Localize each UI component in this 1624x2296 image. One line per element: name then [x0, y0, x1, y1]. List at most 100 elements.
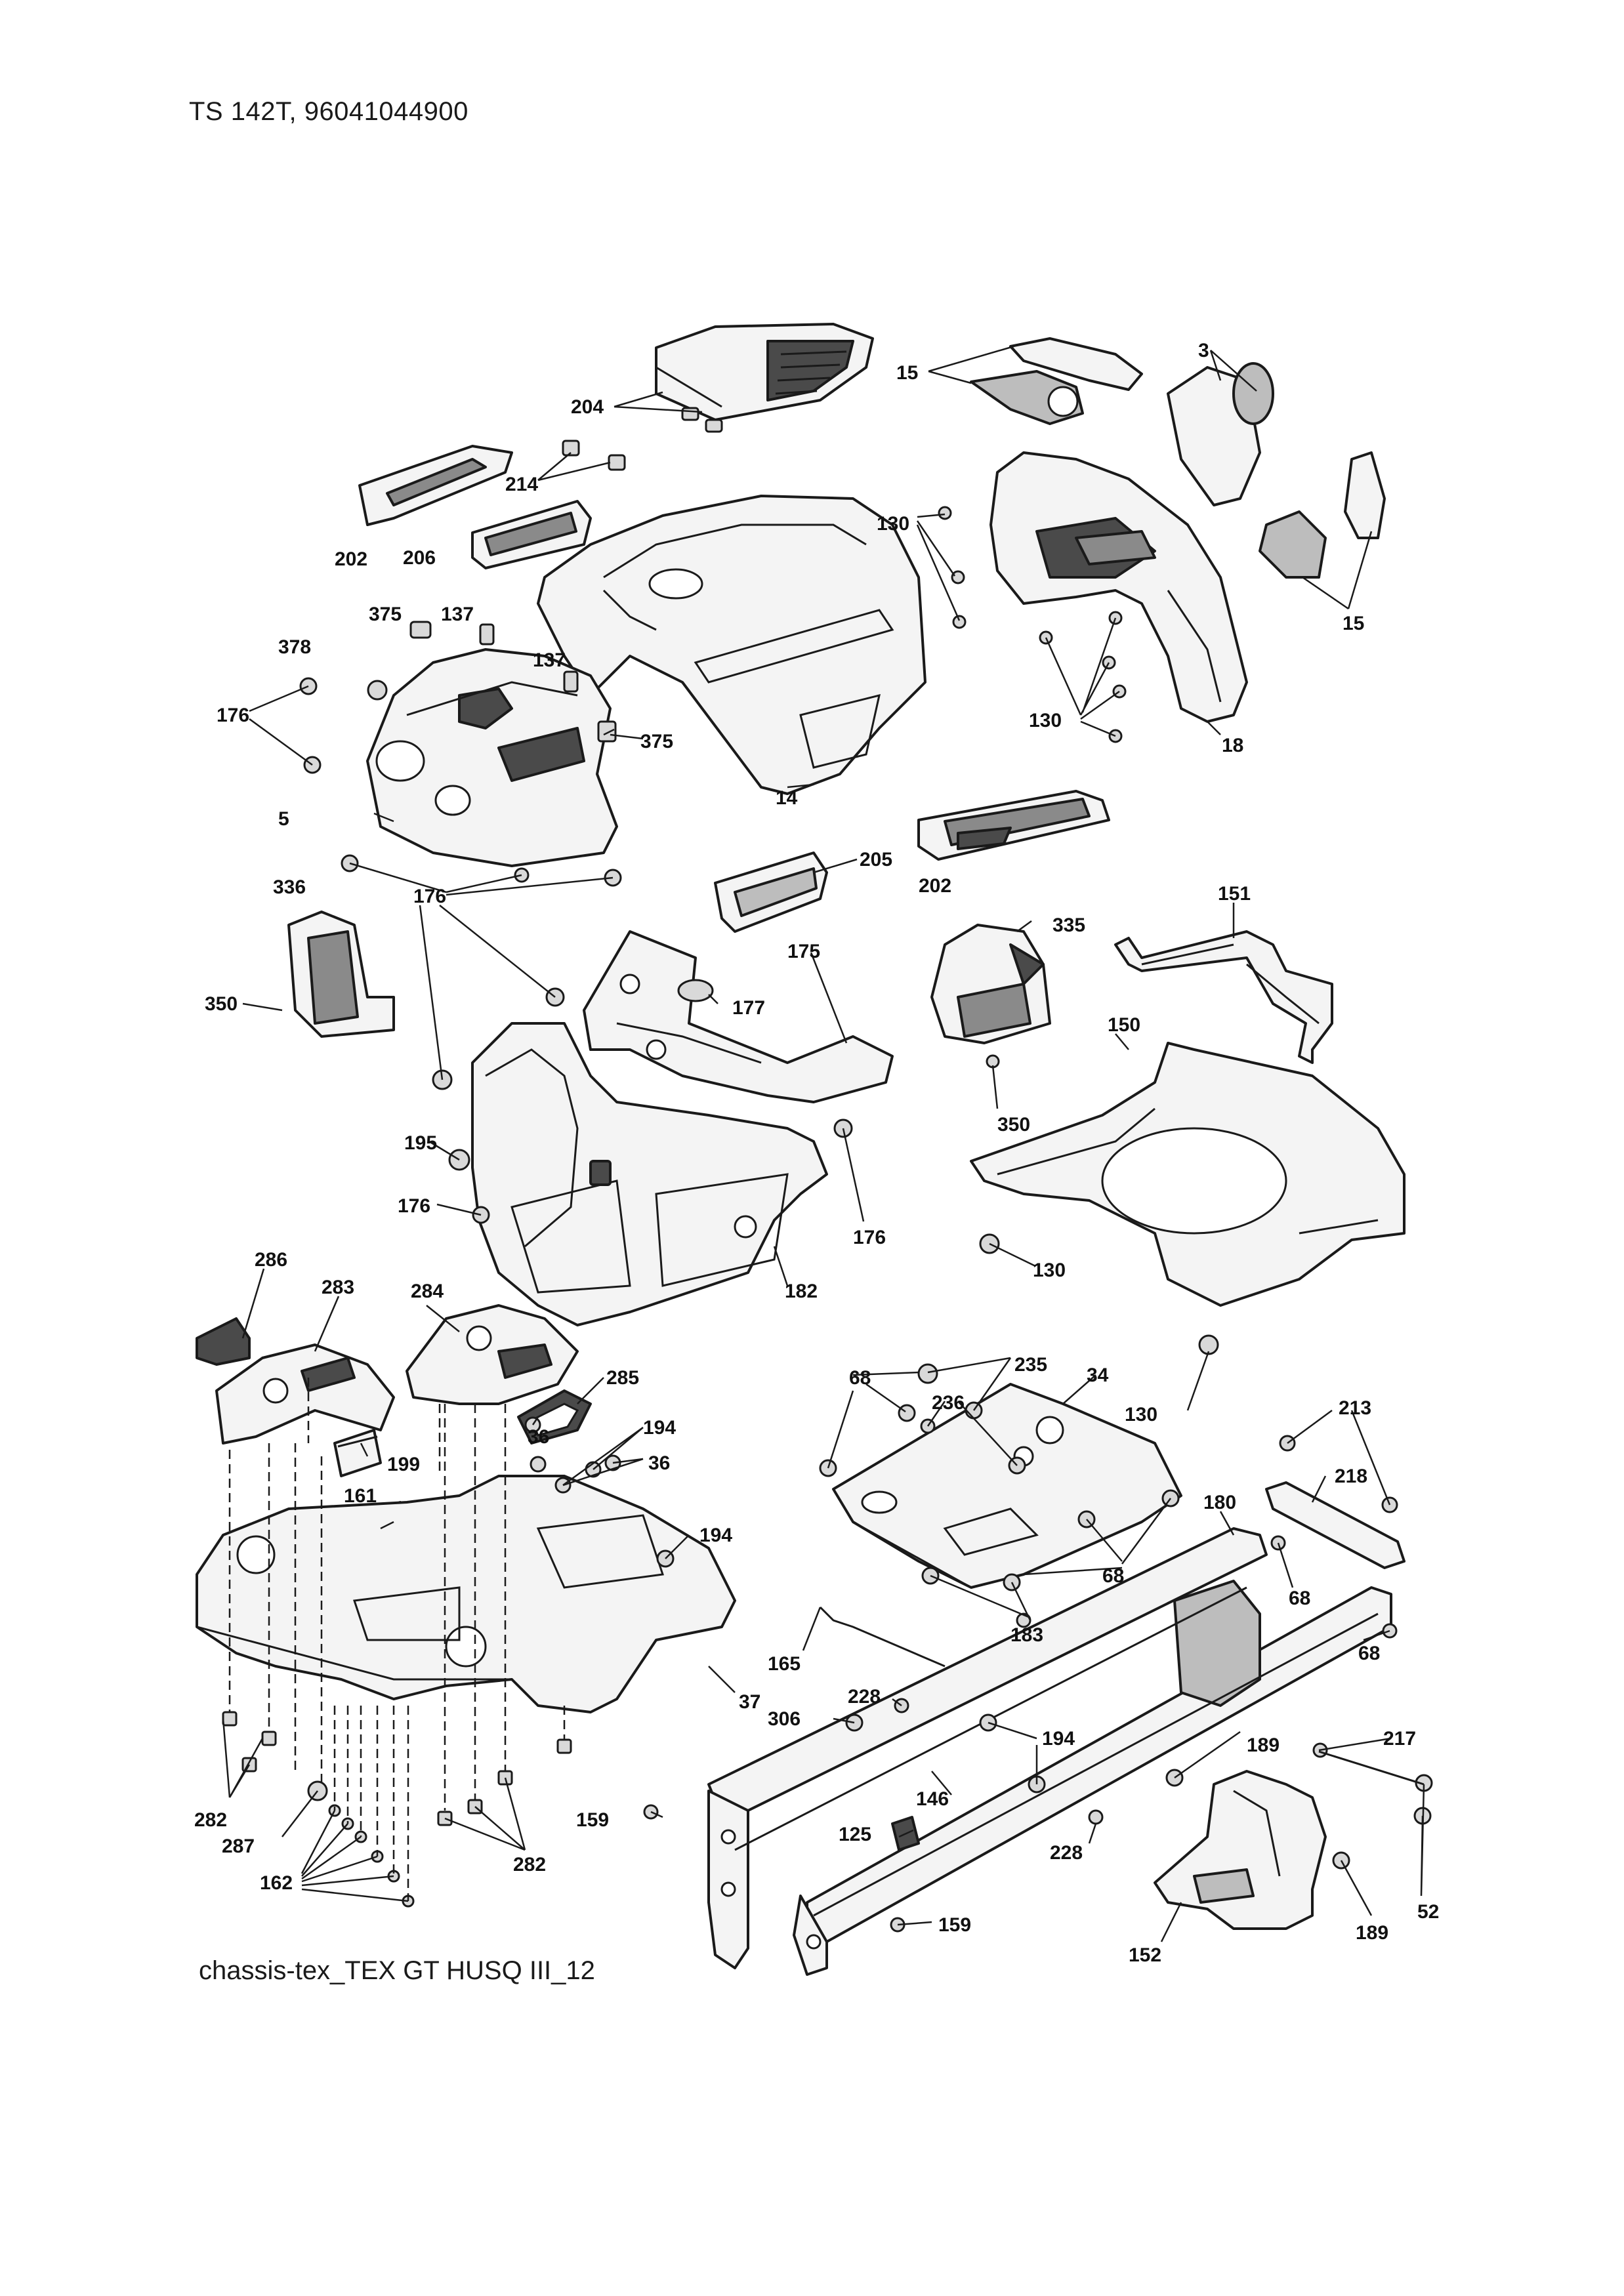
callout-151: 151 — [1218, 883, 1251, 905]
callout-36-left: 36 — [528, 1426, 549, 1448]
callout-176-right: 176 — [853, 1227, 886, 1248]
callout-36-right: 36 — [648, 1452, 670, 1474]
callout-15-right: 15 — [1343, 613, 1364, 634]
part-hood-top-panel — [655, 323, 874, 421]
callout-14: 14 — [776, 787, 798, 809]
callout-130-top: 130 — [877, 513, 909, 535]
part-clip-214 — [562, 440, 626, 471]
callout-350-left: 350 — [205, 993, 238, 1015]
callout-176-left: 176 — [217, 705, 249, 726]
callout-218: 218 — [1335, 1466, 1367, 1487]
part-battery-tray-152 — [1154, 1770, 1327, 1930]
part-frame-rail-180 — [707, 1527, 1392, 1976]
callout-217: 217 — [1383, 1728, 1416, 1750]
part-air-grille-lower — [917, 790, 1110, 861]
callout-375-top: 375 — [369, 604, 402, 625]
callout-125: 125 — [839, 1824, 871, 1845]
callout-183: 183 — [1010, 1624, 1043, 1646]
callout-202-top: 202 — [335, 548, 367, 570]
part-cover-284 — [406, 1304, 579, 1405]
callout-68-mid: 68 — [1102, 1565, 1124, 1587]
part-cover-283 — [215, 1343, 395, 1445]
callout-182: 182 — [785, 1281, 818, 1302]
callout-205: 205 — [860, 849, 892, 871]
callout-214: 214 — [505, 474, 538, 495]
part-floor-pan-150 — [970, 1042, 1405, 1307]
callout-375-right: 375 — [640, 731, 673, 752]
callout-5: 5 — [278, 808, 289, 830]
part-rod-165 — [819, 1606, 946, 1668]
part-headlight-bezel — [970, 337, 1143, 425]
part-front-grille-18 — [989, 451, 1248, 723]
callout-202-lower: 202 — [919, 875, 951, 897]
alignment-lines-fender — [228, 1378, 566, 1901]
callout-194-mid: 194 — [699, 1525, 732, 1546]
callout-37: 37 — [739, 1691, 760, 1713]
callout-130-chassis: 130 — [1125, 1404, 1157, 1425]
part-side-panel-335 — [930, 924, 1051, 1044]
callout-282-right: 282 — [513, 1854, 546, 1876]
callout-15-top: 15 — [896, 362, 918, 384]
callout-378: 378 — [278, 636, 311, 658]
part-screw-130-floor-2 — [1198, 1334, 1219, 1355]
part-side-panel-336 — [287, 911, 395, 1038]
diagram-caption: chassis-tex_TEX GT HUSQ III_12 — [199, 1956, 595, 1985]
callout-68-plate: 68 — [849, 1367, 871, 1389]
callout-194-top: 194 — [643, 1417, 676, 1439]
callout-3: 3 — [1198, 340, 1209, 361]
callout-52: 52 — [1417, 1901, 1439, 1923]
callout-68-far: 68 — [1358, 1643, 1380, 1664]
part-light-pieces-right — [1259, 451, 1386, 579]
part-pad-286 — [196, 1317, 251, 1366]
part-steering-plate-34 — [832, 1383, 1182, 1589]
callout-189-lower: 189 — [1356, 1922, 1388, 1944]
callout-189-top: 189 — [1247, 1734, 1280, 1756]
callout-286: 286 — [255, 1249, 287, 1271]
callout-165: 165 — [768, 1653, 801, 1675]
callout-206: 206 — [403, 547, 436, 569]
callout-18: 18 — [1222, 735, 1243, 756]
callout-195: 195 — [404, 1132, 437, 1154]
callout-146: 146 — [916, 1788, 949, 1810]
callout-159-top: 159 — [576, 1809, 609, 1831]
part-bracket-218 — [1265, 1481, 1405, 1569]
callout-350-right: 350 — [997, 1114, 1030, 1136]
callout-336: 336 — [273, 876, 306, 898]
callout-177: 177 — [732, 997, 765, 1019]
callout-68-right: 68 — [1289, 1588, 1310, 1609]
callout-284: 284 — [411, 1281, 444, 1302]
part-dash-panel-5 — [366, 648, 618, 867]
callout-130-floor: 130 — [1033, 1260, 1066, 1281]
callout-137-top: 137 — [441, 604, 474, 625]
part-fender-37 — [196, 1475, 736, 1713]
leader-lines — [222, 345, 1425, 1942]
callout-150: 150 — [1108, 1014, 1140, 1036]
callout-161: 161 — [344, 1485, 377, 1507]
part-front-body-182 — [471, 1022, 828, 1326]
model-title: TS 142T, 96041044900 — [189, 97, 468, 126]
part-bracket-175 — [583, 930, 894, 1103]
callout-283: 283 — [322, 1277, 354, 1298]
callout-176-mid: 176 — [413, 886, 446, 907]
callout-199: 199 — [387, 1454, 420, 1475]
callout-282-left: 282 — [194, 1809, 227, 1831]
callout-228-top: 228 — [848, 1686, 881, 1708]
callout-236: 236 — [932, 1392, 965, 1414]
callout-159-lower: 159 — [938, 1914, 971, 1936]
part-trim-205 — [714, 851, 828, 933]
part-headlight-housing-3 — [1167, 362, 1274, 506]
callout-137-right: 137 — [533, 649, 566, 671]
callout-176-lower: 176 — [398, 1195, 430, 1217]
callout-335: 335 — [1052, 914, 1085, 936]
callout-228-lower: 228 — [1050, 1842, 1083, 1864]
callout-130-mid: 130 — [1029, 710, 1062, 731]
callout-152: 152 — [1129, 1944, 1161, 1966]
callout-175: 175 — [787, 941, 820, 962]
part-air-grille-top — [358, 445, 513, 526]
callout-285: 285 — [606, 1367, 639, 1389]
part-rod-217 — [1318, 1750, 1425, 1786]
callout-213: 213 — [1339, 1397, 1371, 1419]
callout-287: 287 — [222, 1835, 255, 1857]
